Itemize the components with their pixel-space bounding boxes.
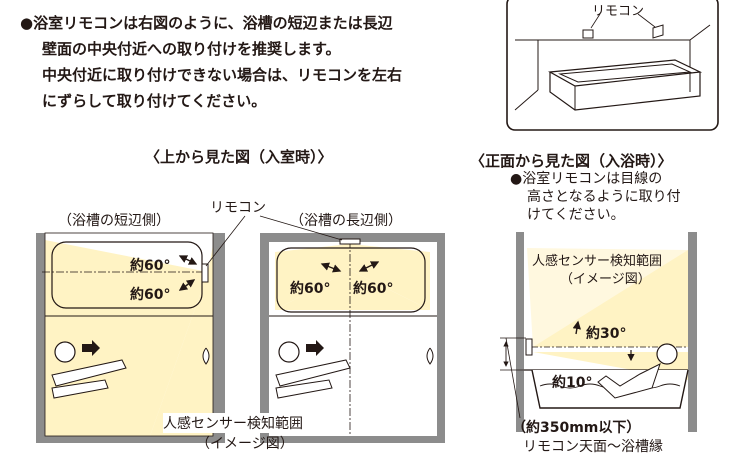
front-note-line-1: ●浴室リモコンは目線の bbox=[510, 171, 663, 187]
angle-down-label: 約10° bbox=[552, 375, 593, 391]
image-note-label: （イメージ図） bbox=[196, 436, 294, 452]
angle-label-short-lower: 約60° bbox=[130, 287, 171, 303]
perspective-remote-label: リモコン bbox=[592, 4, 645, 19]
angle-up-label: 約30° bbox=[586, 326, 627, 342]
long-side-label: （浴槽の長辺側） bbox=[290, 213, 402, 229]
intro-line-4: にずらして取り付けてください。 bbox=[42, 92, 267, 110]
angle-label-long-right: 約60° bbox=[353, 281, 394, 297]
front-image-note-label: （イメージ図） bbox=[560, 272, 651, 287]
perspective-bathtub-figure bbox=[506, 0, 719, 131]
height-note-label: （約350mm以下） bbox=[512, 420, 641, 436]
intro-line-2: 壁面の中央付近への取り付けを推奨します。 bbox=[42, 40, 341, 58]
bullet: ● bbox=[20, 14, 34, 32]
remote-label: リモコン bbox=[210, 200, 266, 216]
short-side-label: （浴槽の短辺側） bbox=[58, 213, 170, 229]
angle-label-short-upper: 約60° bbox=[130, 258, 171, 274]
intro-line-1: ●浴室リモコンは右図のように、浴槽の短辺または長辺 bbox=[20, 14, 393, 32]
sensor-range-label: 人感センサー検知範囲 bbox=[163, 413, 303, 433]
front-sensor-range-label: 人感センサー検知範囲 bbox=[532, 254, 663, 269]
top-view-short-side bbox=[36, 232, 225, 443]
top-view-heading: 〈上から見た図（入室時）〉 bbox=[145, 148, 333, 166]
angle-label-long-left: 約60° bbox=[290, 281, 331, 297]
height-caption-label: リモコン天面〜浴槽縁 bbox=[523, 439, 663, 455]
top-view-long-side bbox=[260, 233, 445, 443]
front-note-line-3: けてください。 bbox=[527, 207, 625, 223]
leader-line bbox=[205, 215, 246, 267]
front-note-line-2: 高さとなるように取り付 bbox=[527, 189, 681, 205]
leader-line bbox=[259, 215, 343, 241]
front-view-heading: 〈正面から見た図（入浴時）〉 bbox=[470, 152, 673, 170]
intro-line-3: 中央付近に取り付けできない場合は、リモコンを左右 bbox=[42, 66, 403, 84]
intro-paragraph: ●浴室リモコンは右図のように、浴槽の短辺または長辺 壁面の中央付近への取り付けを… bbox=[20, 10, 490, 114]
front-view-figure bbox=[500, 232, 697, 432]
